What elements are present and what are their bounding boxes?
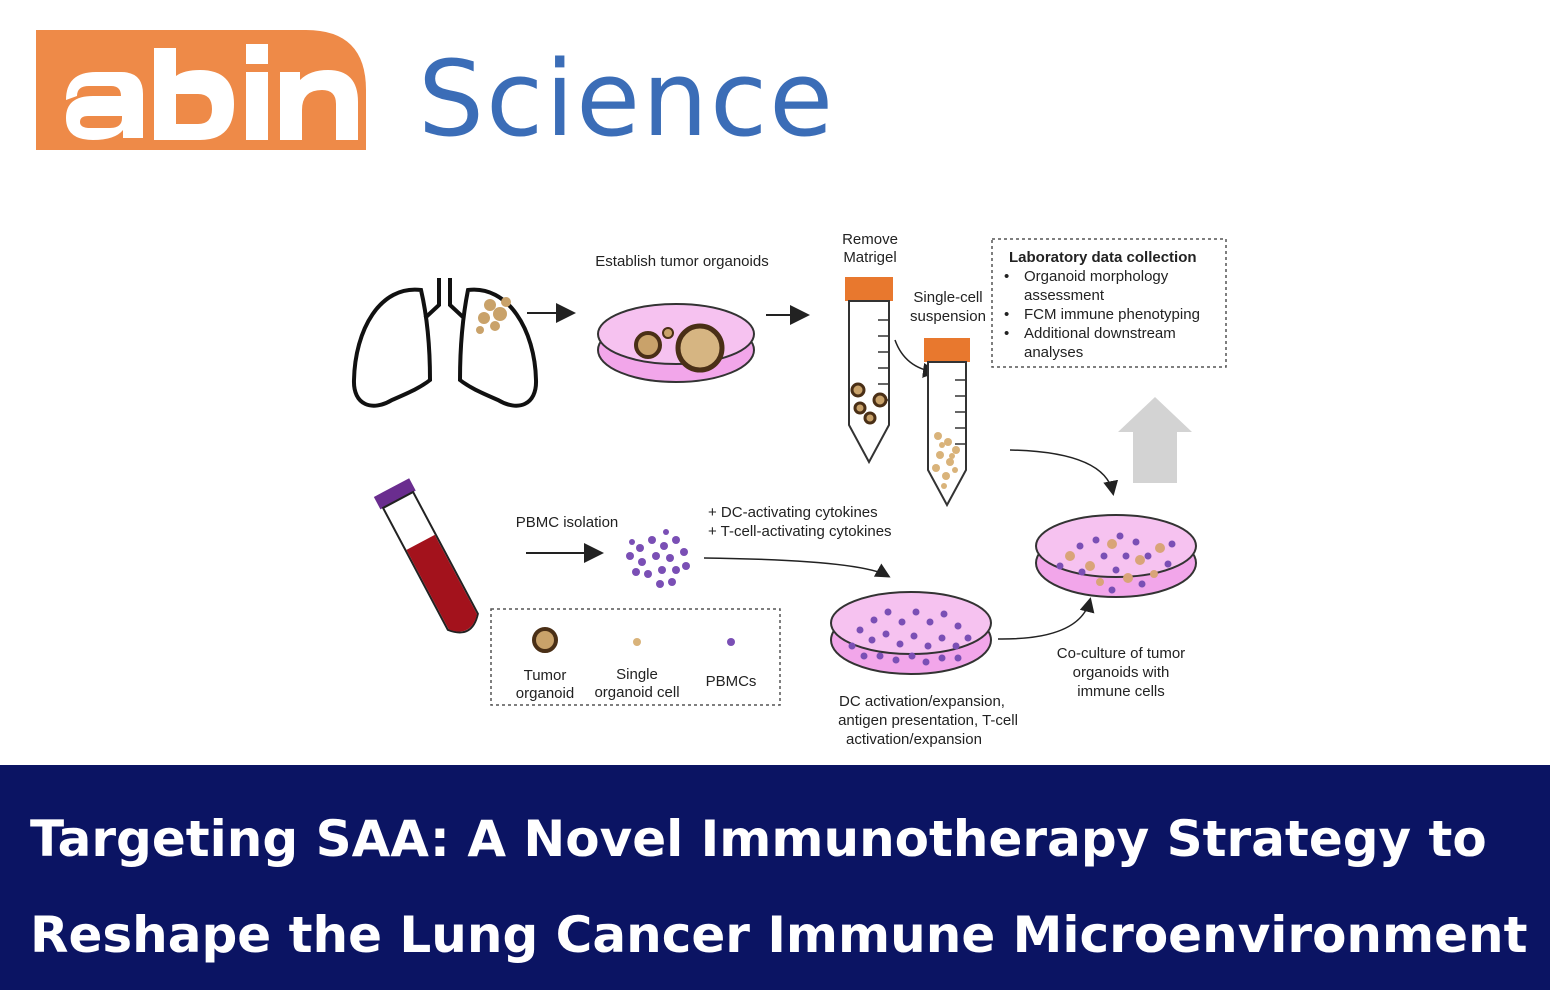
legend-pbmc-icon [727,638,735,646]
centrifuge-tube-2 [924,338,970,508]
label-dc-2: antigen presentation, T-cell [838,712,1018,729]
bullet-1: • [1004,268,1009,285]
pbmc-cluster [626,529,690,588]
arrow-to-coculture [1009,449,1119,496]
article-title-line-2: Reshape the Lung Cancer Immune Microenvi… [30,906,1528,964]
label-cytokine-2: + T-cell-activating cytokines [708,523,892,540]
legend-single-cell-icon [633,638,641,646]
label-single-1: Single-cell [913,289,982,306]
abin-logo-mark [36,30,366,150]
arrow-to-dc-dish [703,557,891,578]
label-co-2: organoids with [1073,664,1170,681]
up-arrow-icon [1118,397,1192,483]
article-title-line-1: Targeting SAA: A Novel Immunotherapy Str… [30,810,1487,868]
organoid-dish [597,303,755,383]
tumor-spot [476,297,511,334]
label-remove-2: Matrigel [843,249,896,266]
abin-science-logo: Science [36,30,833,155]
label-establish: Establish tumor organoids [595,253,768,270]
lab-item-1a: Organoid morphology [1024,268,1169,285]
label-remove-1: Remove [842,231,898,248]
legend-tumor-organoid-icon [532,627,558,653]
label-pbmc: PBMC isolation [516,514,619,531]
lungs-icon [351,278,539,408]
legend-tumor-2: organoid [516,685,574,702]
legend-tumor-1: Tumor [524,667,567,684]
label-dc-1: DC activation/expansion, [839,693,1005,710]
logo-wordmark: Science [418,38,836,160]
lab-box-title: Laboratory data collection [1009,249,1197,266]
centrifuge-tube-1 [845,277,893,465]
label-single-2: suspension [910,308,986,325]
blood-tube-icon [373,478,479,634]
lab-item-2: FCM immune phenotyping [1024,306,1200,323]
legend-pbmc: PBMCs [706,673,757,690]
label-co-3: immune cells [1077,683,1165,700]
legend-box: Tumor organoid Single organoid cell PBMC… [490,608,781,706]
label-cytokine-1: + DC-activating cytokines [708,504,878,521]
bullet-3: • [1004,325,1009,342]
arrow-dc-to-coculture [997,597,1095,640]
lab-item-3a: Additional downstream [1024,325,1176,342]
coculture-dish [1035,514,1197,598]
label-dc-3: activation/expansion [846,731,982,748]
bullet-2: • [1004,306,1009,323]
workflow-diagram: Establish tumor organoids Remove Matrige… [351,231,1227,748]
legend-single-2: organoid cell [594,684,679,701]
title-banner: Targeting SAA: A Novel Immunotherapy Str… [0,765,1550,990]
lab-item-3b: analyses [1024,344,1083,361]
lab-data-box: Laboratory data collection • Organoid mo… [991,238,1227,368]
label-co-1: Co-culture of tumor [1057,645,1185,662]
legend-single-1: Single [616,666,658,683]
lab-item-1b: assessment [1024,287,1105,304]
dc-dish [830,591,992,675]
